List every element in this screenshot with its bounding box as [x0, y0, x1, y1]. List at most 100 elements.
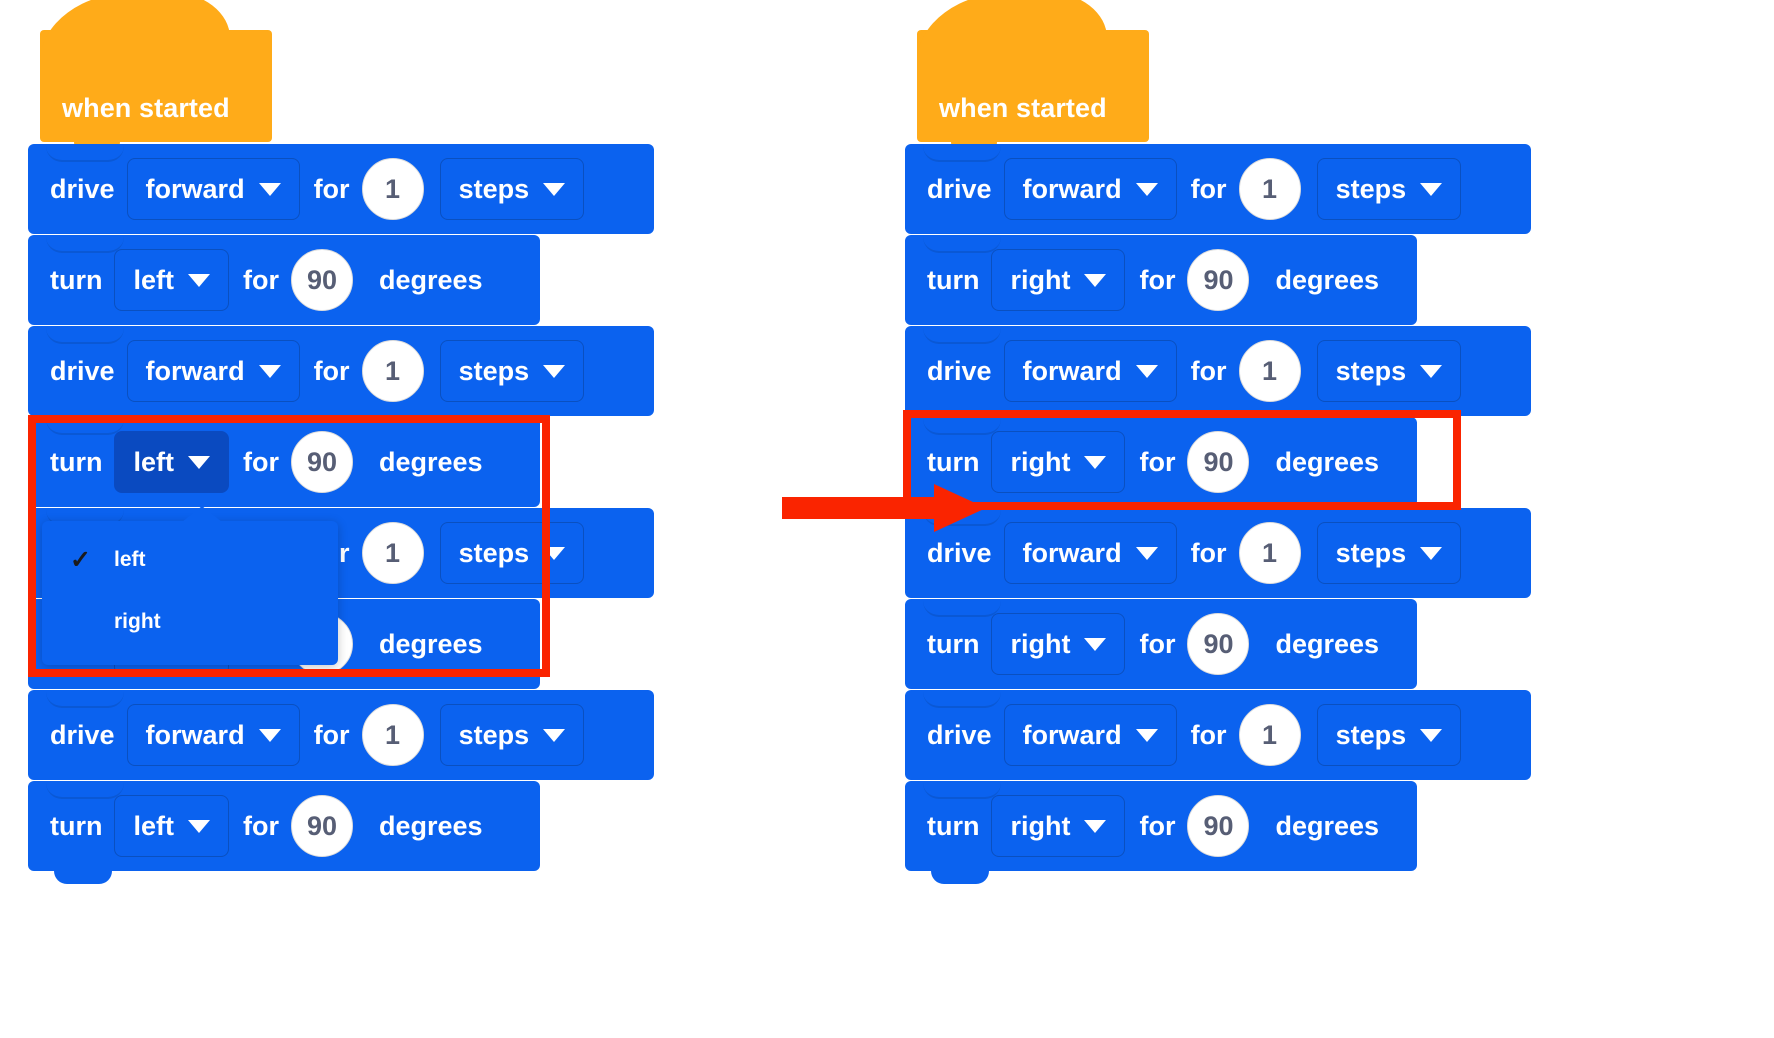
amount-input-right-6[interactable]: 1 — [1238, 704, 1301, 766]
block-top-notch — [46, 144, 124, 162]
direction-dropdown-value: right — [1010, 264, 1071, 295]
block-top-notch — [46, 235, 124, 253]
block-top-notch — [923, 326, 1001, 344]
direction-dropdown-right-4[interactable]: forward — [1003, 522, 1177, 584]
amount-input-left-6[interactable]: 1 — [361, 704, 424, 766]
hat-block-when-started[interactable]: when started — [917, 0, 1149, 154]
hat-dome-shape — [40, 0, 230, 72]
check-icon: ✓ — [70, 545, 91, 574]
amount-input-right-4[interactable]: 1 — [1238, 522, 1301, 584]
block-top-notch — [46, 326, 124, 344]
chevron-down-icon — [1084, 455, 1107, 469]
block-for-label: for — [1139, 810, 1176, 841]
direction-dropdown-value: forward — [145, 719, 245, 750]
direction-dropdown-left-1[interactable]: left — [114, 249, 229, 311]
chevron-down-icon — [543, 364, 566, 378]
amount-input-left-1[interactable]: 90 — [290, 249, 353, 311]
block-unit-label: degrees — [378, 810, 483, 841]
direction-dropdown-right-6[interactable]: forward — [1003, 704, 1177, 766]
direction-dropdown-menu[interactable]: ✓left✓right — [42, 506, 338, 665]
block-bottom-bump — [931, 870, 989, 884]
hat-block-label: when started — [939, 93, 1107, 123]
block-unit-label: degrees — [1275, 810, 1380, 841]
amount-input-left-4[interactable]: 1 — [361, 522, 424, 584]
block-verb-label: turn — [50, 810, 103, 841]
block-unit-label: degrees — [378, 264, 483, 295]
block-for-label: for — [1139, 446, 1176, 477]
direction-dropdown-left-3[interactable]: left — [114, 431, 229, 493]
block-top-notch — [46, 690, 124, 708]
unit-dropdown-right-6[interactable]: steps — [1316, 704, 1462, 766]
block-for-label: for — [242, 264, 279, 295]
block-for-label: for — [1190, 719, 1227, 750]
amount-input-right-2[interactable]: 1 — [1238, 340, 1301, 402]
hat-block-when-started[interactable]: when started — [40, 0, 272, 154]
direction-dropdown-right-2[interactable]: forward — [1003, 340, 1177, 402]
block-verb-label: turn — [927, 446, 980, 477]
check-icon-empty: ✓ — [70, 610, 114, 635]
direction-dropdown-right-1[interactable]: right — [991, 249, 1126, 311]
block-verb-label: drive — [927, 355, 992, 386]
block-verb-label: turn — [927, 264, 980, 295]
direction-dropdown-left-0[interactable]: forward — [126, 158, 300, 220]
block-unit-label: degrees — [1275, 628, 1380, 659]
block-verb-label: drive — [50, 719, 115, 750]
chevron-down-icon — [1420, 364, 1443, 378]
block-unit-label: degrees — [378, 628, 483, 659]
direction-dropdown-right-0[interactable]: forward — [1003, 158, 1177, 220]
direction-dropdown-left-6[interactable]: forward — [126, 704, 300, 766]
amount-input-right-0[interactable]: 1 — [1238, 158, 1301, 220]
direction-dropdown-value: right — [1010, 810, 1071, 841]
block-unit-label: degrees — [378, 446, 483, 477]
block-for-label: for — [1190, 355, 1227, 386]
unit-dropdown-left-4[interactable]: steps — [439, 522, 585, 584]
block-for-label: for — [242, 810, 279, 841]
amount-input-right-3[interactable]: 90 — [1187, 431, 1250, 493]
amount-input-left-0[interactable]: 1 — [361, 158, 424, 220]
amount-input-left-3[interactable]: 90 — [290, 431, 353, 493]
direction-dropdown-left-2[interactable]: forward — [126, 340, 300, 402]
unit-dropdown-right-2[interactable]: steps — [1316, 340, 1462, 402]
block-top-notch — [46, 781, 124, 799]
chevron-down-icon — [1420, 182, 1443, 196]
direction-dropdown-left-7[interactable]: left — [114, 795, 229, 857]
chevron-down-icon — [1135, 546, 1158, 560]
unit-dropdown-left-6[interactable]: steps — [439, 704, 585, 766]
amount-input-left-7[interactable]: 90 — [290, 795, 353, 857]
block-top-notch — [923, 690, 1001, 708]
dropdown-option-right[interactable]: ✓right — [42, 591, 338, 653]
amount-input-right-5[interactable]: 90 — [1187, 613, 1250, 675]
unit-dropdown-left-0[interactable]: steps — [439, 158, 585, 220]
amount-input-right-7[interactable]: 90 — [1187, 795, 1250, 857]
block-verb-label: drive — [927, 537, 992, 568]
unit-dropdown-value: steps — [1335, 173, 1407, 204]
direction-dropdown-right-7[interactable]: right — [991, 795, 1126, 857]
dropdown-option-left[interactable]: ✓left — [42, 529, 338, 591]
direction-dropdown-right-3[interactable]: right — [991, 431, 1126, 493]
chevron-down-icon — [258, 182, 281, 196]
direction-dropdown-right-5[interactable]: right — [991, 613, 1126, 675]
unit-dropdown-right-4[interactable]: steps — [1316, 522, 1462, 584]
direction-dropdown-value: forward — [1022, 355, 1122, 386]
unit-dropdown-right-0[interactable]: steps — [1316, 158, 1462, 220]
chevron-down-icon — [1135, 182, 1158, 196]
block-verb-label: drive — [50, 355, 115, 386]
chevron-down-icon — [1084, 819, 1107, 833]
unit-dropdown-left-2[interactable]: steps — [439, 340, 585, 402]
amount-input-right-1[interactable]: 90 — [1187, 249, 1250, 311]
amount-input-left-2[interactable]: 1 — [361, 340, 424, 402]
